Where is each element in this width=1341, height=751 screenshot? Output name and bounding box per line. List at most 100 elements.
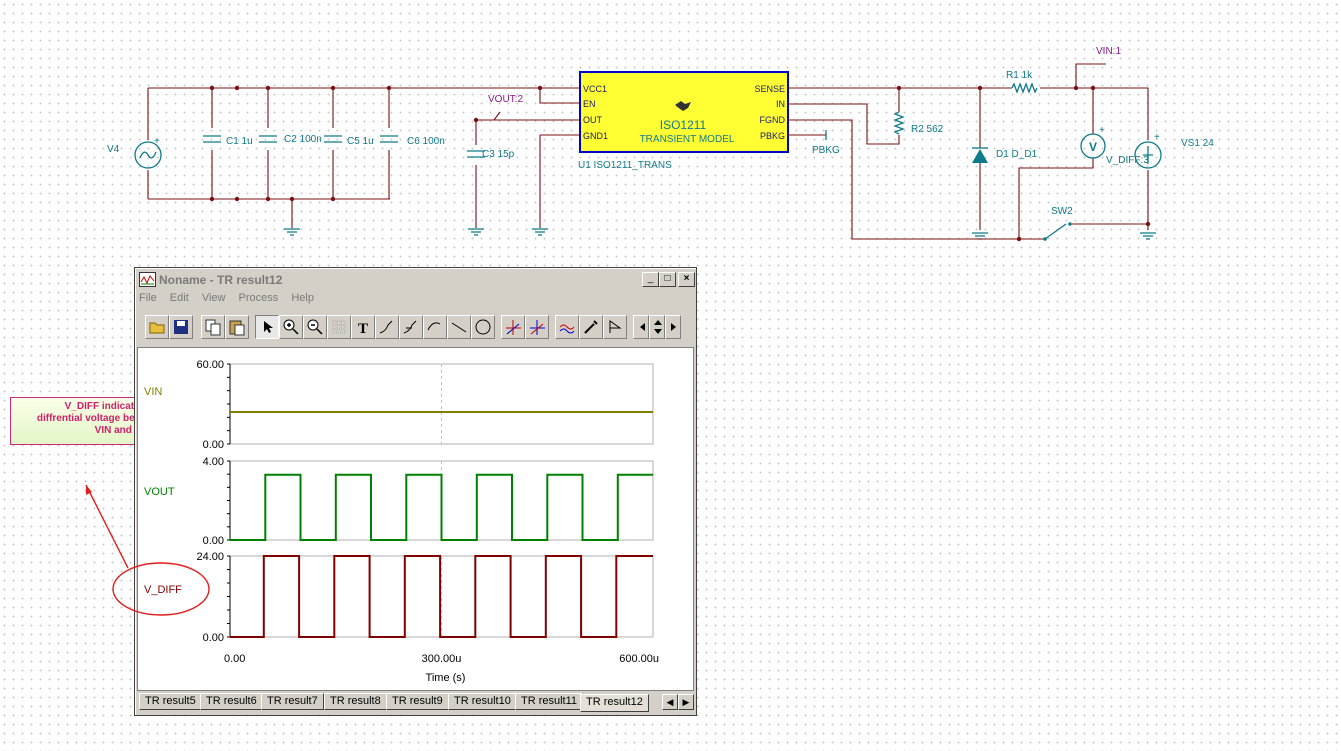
- tab-tr-result8[interactable]: TR result8: [324, 693, 387, 710]
- tab-tr-result6[interactable]: TR result6: [200, 693, 263, 710]
- y-tick-top-2: 24.00: [196, 551, 224, 563]
- note-line-2: diffrential voltage between: [36, 413, 163, 424]
- vdiff-probe-label: V_DIFF:3: [1106, 155, 1149, 166]
- curve-tool-1-icon[interactable]: [375, 315, 399, 339]
- grid-icon[interactable]: [327, 315, 351, 339]
- svg-text:+: +: [154, 136, 160, 147]
- tab-scroll-right-icon[interactable]: ▶: [678, 694, 694, 710]
- pin-in: IN: [776, 99, 785, 109]
- menu-view[interactable]: View: [201, 292, 226, 304]
- vs1-label: VS1 24: [1181, 138, 1214, 149]
- pin-vcc1: VCC1: [583, 84, 607, 94]
- zoom-out-icon[interactable]: [303, 315, 327, 339]
- select-pointer-icon[interactable]: [255, 315, 279, 339]
- svg-text:+: +: [1154, 132, 1160, 143]
- toolbar: T: [139, 314, 692, 342]
- paste-icon[interactable]: [225, 315, 249, 339]
- voltmeter[interactable]: V + V_DIFF:3: [1080, 125, 1149, 166]
- open-icon[interactable]: [145, 315, 169, 339]
- resistor-r2[interactable]: R2 562: [893, 111, 944, 135]
- pin-fgnd: FGND: [760, 115, 786, 125]
- zoom-in-icon[interactable]: [279, 315, 303, 339]
- window-title: Noname - TR result12: [159, 273, 283, 287]
- ic-iso1211[interactable]: VCC1 EN OUT GND1 SENSE IN FGND PBKG ISO1…: [578, 71, 789, 171]
- pbkg-label: PBKG: [812, 145, 840, 156]
- app-icon: [139, 272, 156, 287]
- ic-model: TRANSIENT MODEL: [640, 134, 735, 145]
- wires-right: [788, 63, 1149, 240]
- line-tool-icon[interactable]: [447, 315, 471, 339]
- switch-sw2[interactable]: SW2: [1043, 206, 1073, 241]
- menu-help[interactable]: Help: [291, 292, 314, 304]
- x-tick-0: 0.00: [224, 653, 245, 665]
- tab-tr-result11[interactable]: TR result11: [515, 693, 584, 710]
- ic-ref-label: U1 ISO1211_TRANS: [578, 160, 672, 171]
- pin-gnd1: GND1: [583, 131, 608, 141]
- menu-edit[interactable]: Edit: [169, 292, 189, 304]
- menu-file[interactable]: File: [139, 292, 157, 304]
- c6-label: C6 100n: [407, 136, 445, 147]
- voltmeter-symbol: V: [1089, 140, 1097, 154]
- x-tick-1: 300.00u: [422, 653, 462, 665]
- capacitors: C1 1u C2 100n C5 1u C6 100n C3 15p: [203, 134, 515, 160]
- y-tick-bottom-2: 0.00: [203, 632, 224, 644]
- tab-tr-result10[interactable]: TR result10: [448, 693, 517, 710]
- y-tick-bottom-1: 0.00: [203, 535, 224, 547]
- text-tool-icon[interactable]: T: [351, 315, 375, 339]
- note-line-3: VIN and FGND: [94, 425, 163, 436]
- tab-tr-result5[interactable]: TR result5: [139, 693, 202, 710]
- pin-en: EN: [583, 99, 596, 109]
- schematic-canvas[interactable]: + V4 C1 1u C2 100n C5 1u C6 100n C3 15p …: [0, 0, 1341, 262]
- ti-logo-icon: [675, 101, 691, 111]
- probe-icon[interactable]: [579, 315, 603, 339]
- save-icon[interactable]: [169, 315, 193, 339]
- y-tick-bottom-0: 0.00: [203, 439, 224, 451]
- tr-result-window[interactable]: Noname - TR result12 _ □ × File Edit Vie…: [134, 267, 697, 716]
- menu-process[interactable]: Process: [238, 292, 279, 304]
- series-vout: [230, 473, 653, 541]
- resistor-r1[interactable]: R1 1k: [1006, 70, 1038, 94]
- curve-tool-2-icon[interactable]: [399, 315, 423, 339]
- x-tick-2: 600.00u: [619, 653, 659, 665]
- close-button[interactable]: ×: [678, 272, 695, 287]
- source-v4[interactable]: + V4: [107, 136, 162, 169]
- tab-scroll-left-icon[interactable]: ◀: [662, 694, 678, 710]
- curve-tool-3-icon[interactable]: [423, 315, 447, 339]
- flag-icon[interactable]: [603, 315, 627, 339]
- maximize-button[interactable]: □: [659, 272, 676, 287]
- x-axis-label: Time (s): [426, 672, 466, 684]
- pin-sense: SENSE: [754, 84, 785, 94]
- circle-tool-icon[interactable]: [471, 315, 495, 339]
- waveform-chart: 60.000.00VIN4.000.00VOUT24.000.00V_DIFF0…: [144, 359, 659, 684]
- minimize-button[interactable]: _: [642, 272, 659, 287]
- d1-label: D1 D_D1: [996, 149, 1038, 160]
- cursor-b-icon[interactable]: [525, 315, 549, 339]
- tab-tr-result9[interactable]: TR result9: [386, 693, 449, 710]
- y-tick-top-1: 4.00: [203, 456, 224, 468]
- annotation-arrowhead: [86, 485, 92, 495]
- scroll-left-icon[interactable]: [633, 315, 649, 339]
- ic-name: ISO1211: [660, 118, 707, 132]
- r2-label: R2 562: [911, 124, 944, 135]
- tab-tr-result7[interactable]: TR result7: [261, 693, 324, 710]
- sw2-label: SW2: [1051, 206, 1073, 217]
- c1-label: C1 1u: [226, 136, 253, 147]
- source-vs1[interactable]: + VS1 24: [1134, 132, 1214, 169]
- tab-tr-result12[interactable]: TR result12: [580, 694, 649, 712]
- result-tabs: TR result5 TR result6 TR result7 TR resu…: [137, 692, 694, 712]
- svg-text:+: +: [1099, 125, 1105, 136]
- svg-text:T: T: [358, 321, 368, 336]
- scroll-updown-icon[interactable]: [649, 315, 665, 339]
- wires-left: [147, 87, 580, 228]
- vin-probe-label: VIN:1: [1096, 46, 1121, 57]
- copy-icon[interactable]: [201, 315, 225, 339]
- window-titlebar[interactable]: Noname - TR result12 _ □ ×: [137, 270, 695, 290]
- cursor-a-icon[interactable]: [501, 315, 525, 339]
- junctions: [209, 85, 1151, 242]
- menubar: File Edit View Process Help: [139, 292, 324, 308]
- diode-d1[interactable]: D1 D_D1: [972, 147, 1038, 163]
- scroll-right-icon[interactable]: [665, 315, 681, 339]
- note-line-1: V_DIFF indicates the: [64, 401, 163, 412]
- add-curve-icon[interactable]: [555, 315, 579, 339]
